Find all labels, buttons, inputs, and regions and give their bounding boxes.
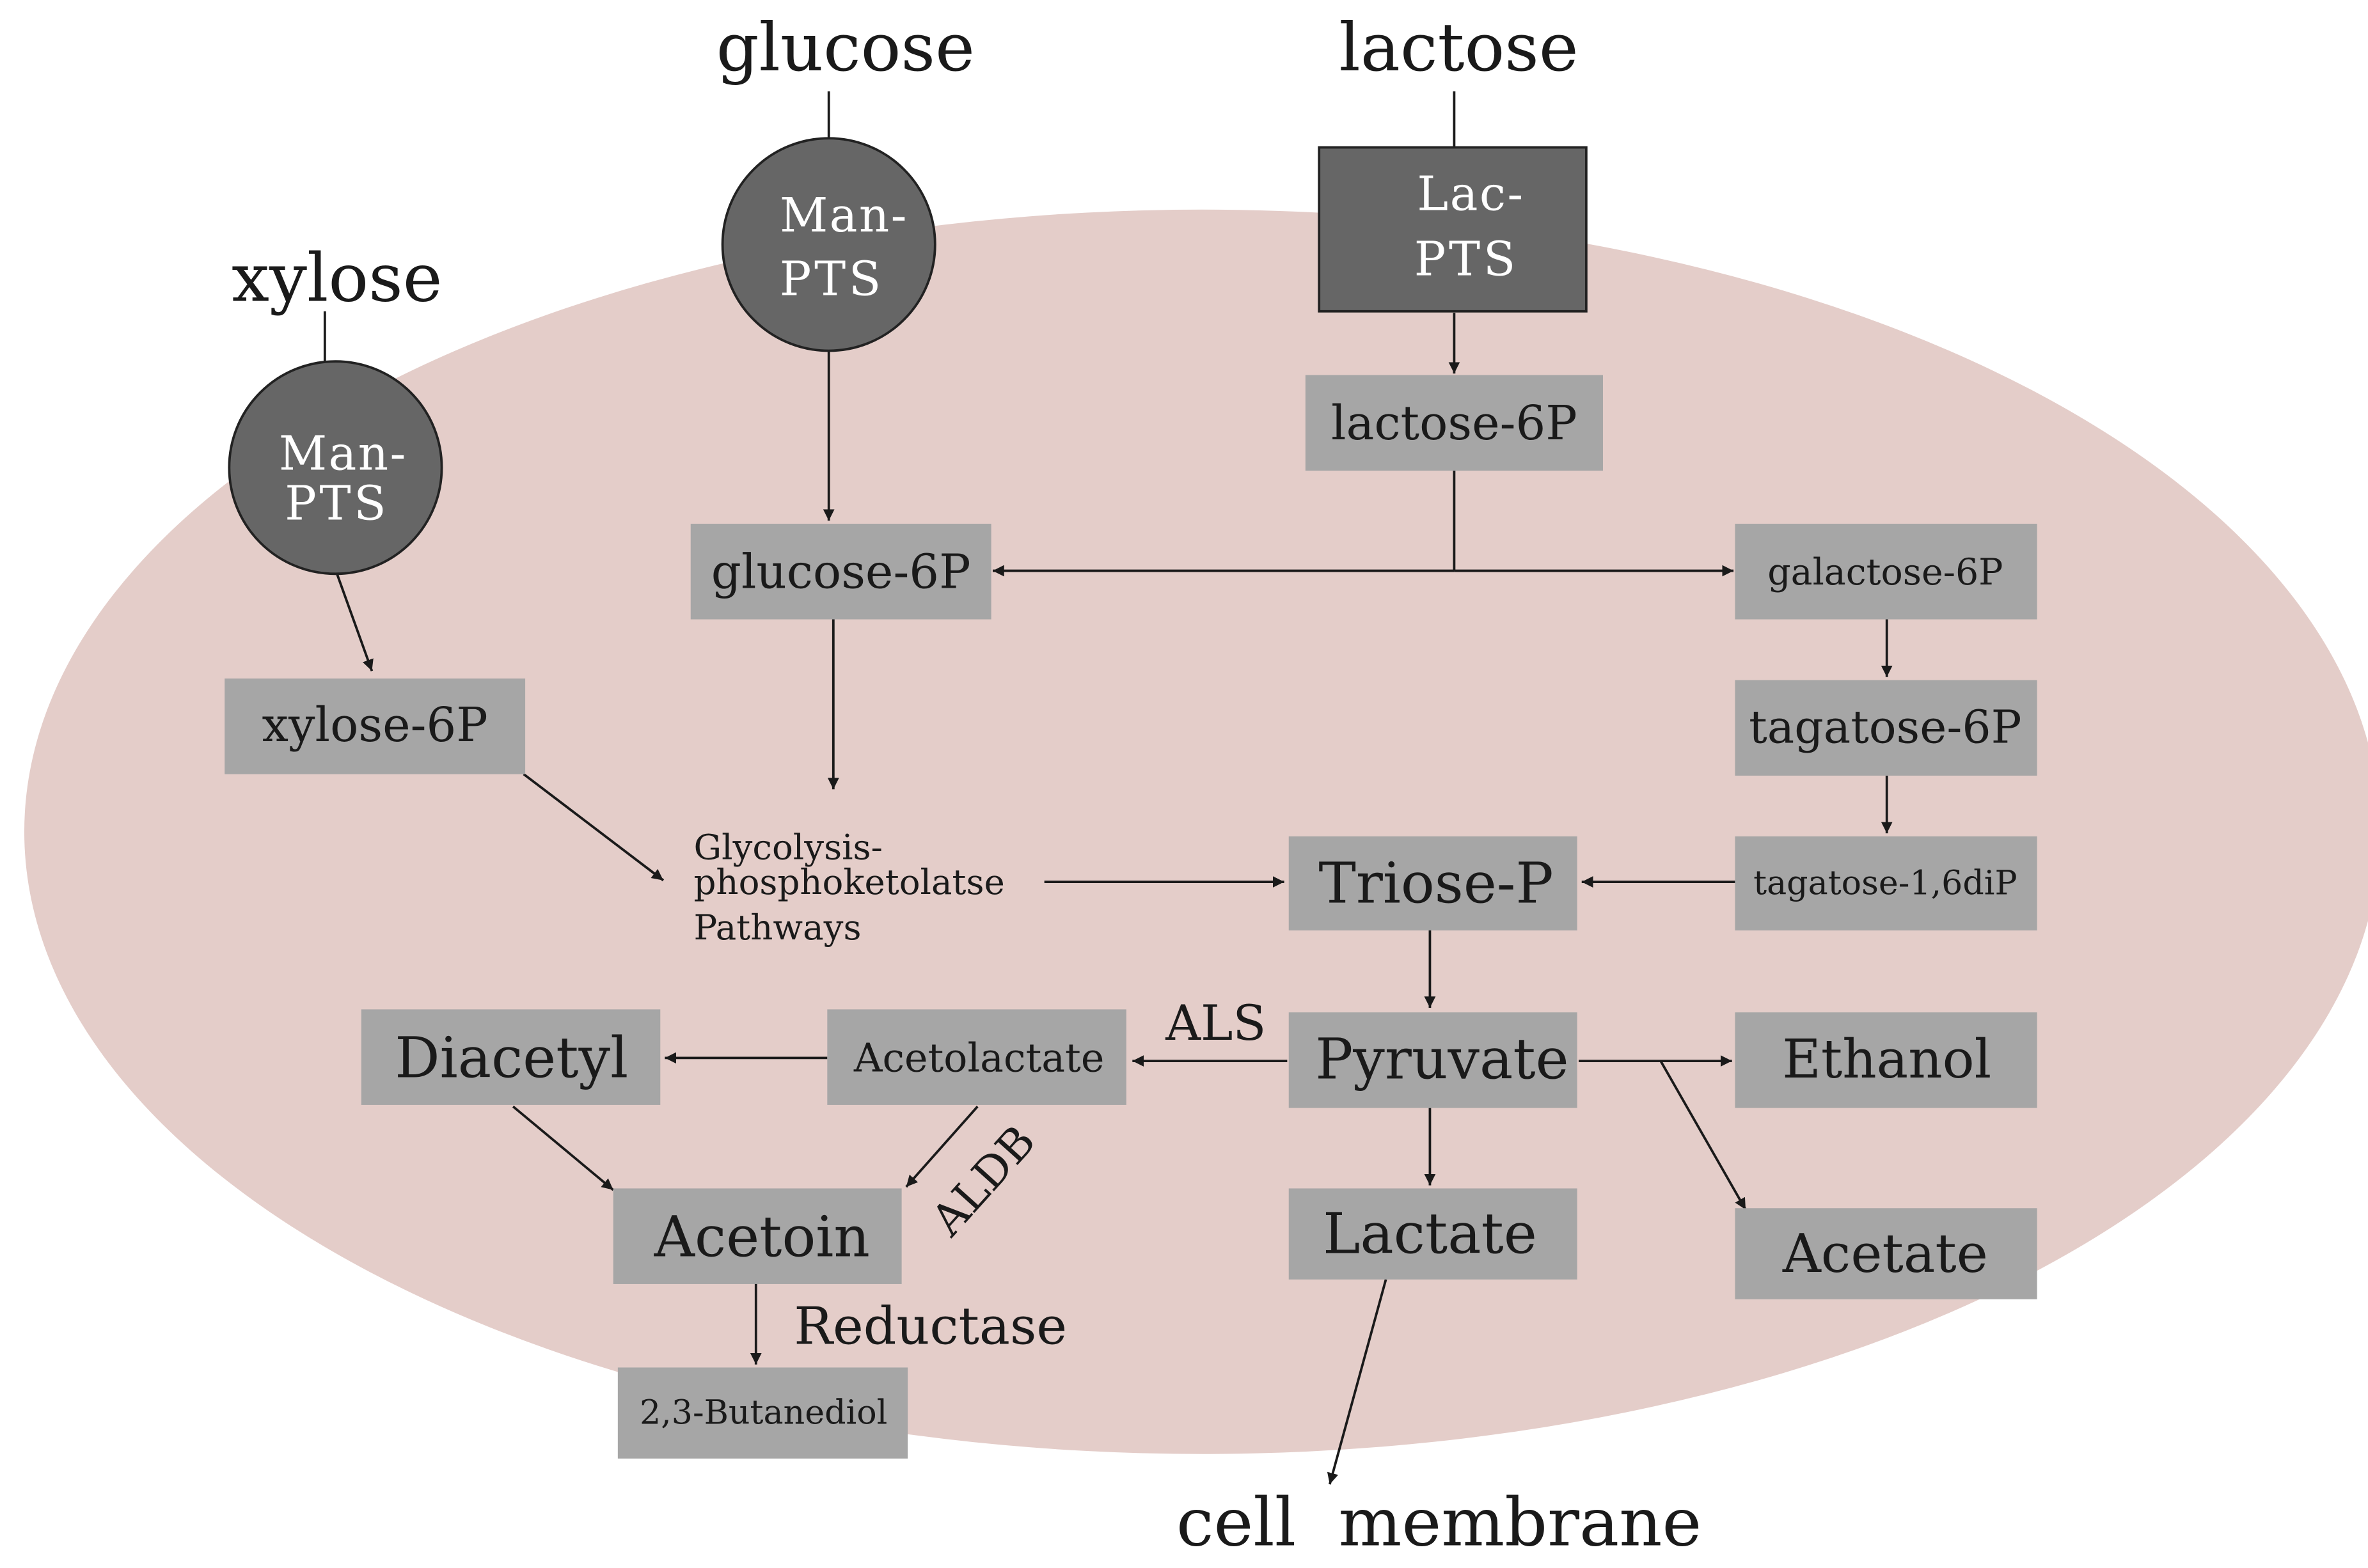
glucose-man-pts-node	[721, 137, 936, 352]
reductase-label: Reductase	[794, 1296, 1067, 1356]
butanediol-label: 2,3-Butanediol	[640, 1394, 887, 1432]
acetate-box	[1735, 1208, 2037, 1299]
pyruvate-label: Pyruvate	[1315, 1027, 1568, 1092]
arrow-lactate-to-cell-membrane	[1327, 1279, 1387, 1485]
cell-membrane-label: cell membrane	[1176, 1484, 1701, 1562]
metabolite-boxes	[225, 375, 2037, 1459]
xylose-man-pts-label-line2: PTS	[285, 477, 389, 531]
pyruvate-box	[1288, 1012, 1577, 1108]
arrow-xylose-6p-to-glycolysis	[523, 773, 665, 882]
acetolactate-box	[827, 1009, 1126, 1105]
tagatose-16dip-label: tagatose-1,6diP	[1753, 864, 2017, 902]
xylose-man-pts-node	[228, 360, 443, 576]
connectors	[323, 91, 1893, 1485]
lactate-label: Lactate	[1323, 1202, 1537, 1267]
diacetyl-box	[361, 1009, 661, 1105]
xylose-man-pts-label-line1: Man-	[279, 427, 407, 481]
acetoin-label: Acetoin	[654, 1204, 870, 1269]
triose-p-label: Triose-P	[1318, 851, 1553, 916]
acetoin-box	[613, 1188, 902, 1284]
glucose-6p-box	[690, 524, 991, 620]
triose-p-box	[1288, 836, 1577, 931]
tagatose-16dip-box	[1735, 836, 2037, 931]
arrow-diacetyl-to-acetoin	[512, 1105, 614, 1191]
lac-pts-label-line2: PTS	[1414, 233, 1519, 287]
acetolactate-label: Acetolactate	[853, 1035, 1104, 1081]
lactate-box	[1288, 1188, 1577, 1280]
glucose-label: glucose	[716, 8, 975, 86]
metabolite-labels: lactose-6P glucose-6P galactose-6P xylos…	[262, 396, 2022, 1432]
ethanol-label: Ethanol	[1782, 1028, 1991, 1090]
tagatose-6p-box	[1735, 680, 2037, 776]
pathway-label-line3: Pathways	[693, 907, 861, 948]
glucose-man-pts-label-line1: Man-	[780, 189, 908, 243]
xylose-6p-label: xylose-6P	[262, 698, 488, 753]
lactose-6p-box	[1305, 375, 1603, 471]
lactose-label: lactose	[1339, 8, 1578, 86]
tagatose-6p-label: tagatose-6P	[1749, 701, 2021, 754]
pathway-label-line1: Glycolysis-	[693, 826, 883, 867]
galactose-6p-label: galactose-6P	[1767, 551, 2003, 593]
lactose-6p-label: lactose-6P	[1331, 396, 1577, 451]
transporters: Man- PTS Man- PTS Lac- PTS	[228, 137, 1588, 576]
sugar-labels: xylose glucose lactose	[232, 8, 1579, 317]
galactose-6p-box	[1735, 524, 2037, 620]
xylose-label: xylose	[232, 239, 442, 317]
pathway-label-line2: phosphoketolatse	[693, 861, 1004, 902]
lac-pts-node	[1318, 146, 1588, 313]
glucose-6p-label: glucose-6P	[711, 545, 971, 599]
cell-ellipse	[24, 210, 2368, 1454]
glucose-man-pts-label-line2: PTS	[780, 252, 884, 306]
als-label: ALS	[1165, 995, 1266, 1051]
arrow-pyruvate-to-acetate	[1659, 1060, 1747, 1211]
butanediol-box	[617, 1367, 908, 1459]
xylose-6p-box	[225, 678, 526, 774]
arrow-xylose-pts-to-xylose-6p	[336, 573, 374, 671]
acetate-label: Acetate	[1782, 1223, 1988, 1285]
lac-pts-label-line1: Lac-	[1417, 168, 1524, 222]
diacetyl-label: Diacetyl	[395, 1025, 628, 1090]
ethanol-box	[1735, 1012, 2037, 1108]
arrow-acetolactate-to-acetoin	[905, 1106, 979, 1188]
pathway-label: Glycolysis- phosphoketolatse Pathways	[693, 826, 1004, 948]
